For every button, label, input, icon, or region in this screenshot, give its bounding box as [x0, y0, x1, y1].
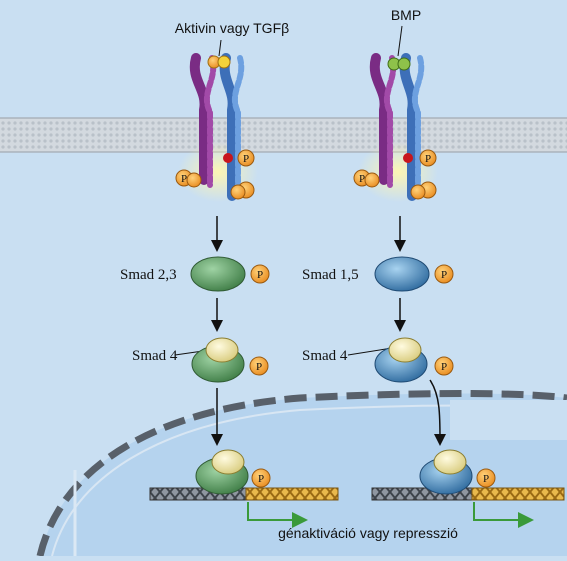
smad-left-label: Smad 2,3 — [120, 267, 177, 283]
dna-left — [149, 487, 339, 501]
ligand-left-pointer — [218, 39, 222, 57]
outcome-label: génaktiváció vagy represszió — [278, 525, 458, 541]
smad4-right-pointer — [347, 347, 393, 356]
smad4-left-cream — [205, 337, 239, 363]
smad4-left-label: Smad 4 — [132, 348, 178, 364]
arrow-right-3 — [429, 379, 446, 446]
phospho-label: P — [243, 153, 249, 165]
smad4-right-phospho — [434, 356, 454, 376]
smad-left-protein — [190, 256, 246, 292]
phospho-group-right: P P — [353, 149, 437, 200]
smad-right-protein — [374, 256, 430, 292]
smad4-right-label: Smad 4 — [302, 348, 348, 364]
phospho-label: P — [441, 269, 447, 281]
cell-membrane — [0, 117, 567, 153]
smad4-left-phospho — [249, 356, 269, 376]
phospho-label: P — [359, 173, 365, 185]
smad-left-phospho — [250, 264, 270, 284]
ligand-right-pointer — [397, 25, 403, 57]
nuclear-complex-left: P — [195, 449, 271, 495]
gene-arrow-left — [247, 502, 308, 528]
phospho-label: P — [425, 153, 431, 165]
phospho-label: P — [441, 361, 447, 373]
smad-right-phospho — [434, 264, 454, 284]
phospho-label: P — [257, 269, 263, 281]
phospho-label: P — [181, 173, 187, 185]
phospho-group-left: P P — [175, 149, 255, 200]
ligand-left-label: Aktivin vagy TGFβ — [175, 20, 289, 36]
nuclear-complex-right: P — [419, 449, 496, 495]
phospho-label: P — [256, 361, 262, 373]
smad4-right-cream — [388, 337, 422, 363]
ligand-right-label: BMP — [391, 7, 421, 23]
dna-right — [371, 487, 565, 501]
phospho-label: P — [258, 473, 264, 485]
gene-arrow-right — [473, 502, 534, 528]
phospho-label: P — [483, 473, 489, 485]
smad-right-label: Smad 1,5 — [302, 267, 359, 283]
